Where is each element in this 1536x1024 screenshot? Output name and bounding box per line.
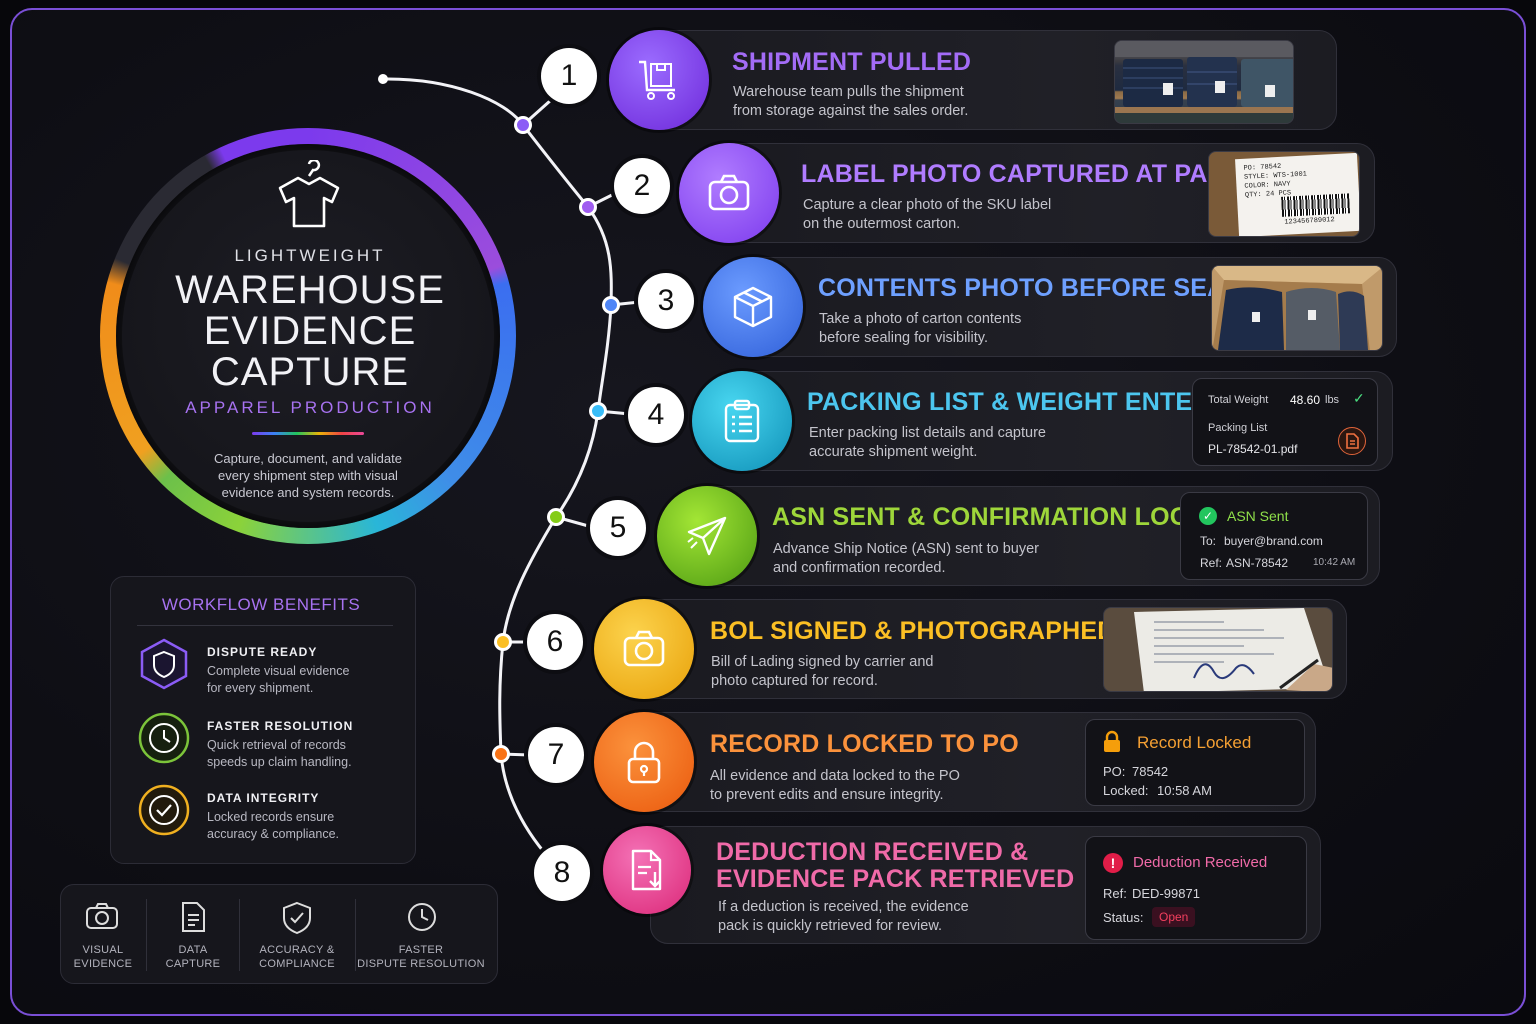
step-title: SHIPMENT PULLED (732, 48, 972, 76)
asn-status-panel: ✓ ASN Sent To: buyer@brand.com Ref: ASN-… (1180, 492, 1368, 580)
checkmark-icon: ✓ (1353, 390, 1365, 406)
paper-plane-icon (687, 516, 727, 556)
camera-icon (86, 903, 118, 929)
weight-value: 48.60 (1290, 393, 1321, 407)
benefit-text: Locked records ensure accuracy & complia… (207, 810, 340, 841)
deduction-status: Deduction Received (1133, 854, 1268, 871)
hero-description: Capture, document, and validate every sh… (214, 451, 402, 500)
record-status: Record Locked (1137, 733, 1252, 752)
shield-check-icon (283, 901, 311, 935)
timeline-dot (579, 198, 597, 216)
padlock-icon (1104, 730, 1120, 752)
step-title: BOL SIGNED & PHOTOGRAPHED (710, 617, 1116, 645)
step-number: 8 (534, 845, 590, 901)
clock-icon (408, 903, 436, 931)
pdf-file-icon[interactable] (1338, 427, 1366, 455)
step-icon-circle (692, 371, 792, 471)
step-title: PACKING LIST & WEIGHT ENTERED (807, 388, 1246, 416)
hero-subtitle: APPAREL PRODUCTION (185, 398, 435, 417)
record-locked-panel: Record Locked PO: 78542 Locked: 10:58 AM (1085, 719, 1305, 806)
asn-status: ASN Sent (1227, 508, 1289, 524)
benefit-heading: DISPUTE READY (207, 645, 318, 659)
hero-kicker: LIGHTWEIGHT (234, 246, 386, 265)
weight-packing-panel: Total Weight 48.60 lbs ✓ Packing List PL… (1192, 378, 1378, 466)
camera-icon (708, 174, 750, 211)
workflow-benefits-panel: WORKFLOW BENEFITS DISPUTE READY Complete… (110, 576, 416, 864)
step-icon-circle (603, 826, 691, 914)
benefit-text: Complete visual evidence for every shipm… (207, 664, 350, 695)
document-download-icon (631, 849, 662, 891)
step-number: 4 (628, 387, 684, 443)
t-shirt-hanger-icon (278, 160, 340, 228)
bol-signed-photo (1103, 607, 1333, 692)
shield-icon (140, 638, 188, 690)
timeline-dot (514, 116, 532, 134)
box-icon (733, 286, 773, 328)
timeline-dot (494, 633, 512, 651)
feature-accuracy-compliance: ACCURACY &COMPLIANCE (240, 885, 354, 985)
step-number: 7 (528, 727, 584, 783)
benefit-heading: DATA INTEGRITY (207, 791, 320, 805)
hero-title: WAREHOUSE EVIDENCE CAPTURE (175, 268, 445, 394)
timeline-dot (547, 508, 565, 526)
step-number: 1 (541, 48, 597, 104)
step-icon-circle (594, 599, 694, 699)
step-title: CONTENTS PHOTO BEFORE SEAL (818, 274, 1241, 302)
step-description: If a deduction is received, the evidence… (718, 899, 969, 934)
step-number: 3 (638, 273, 694, 329)
cart-boxes-icon (639, 60, 675, 100)
alert-icon: ! (1103, 853, 1123, 873)
step-icon-circle (609, 30, 709, 130)
rainbow-divider (252, 432, 364, 435)
step-icon-circle (679, 143, 779, 243)
step-number: 6 (527, 614, 583, 670)
step-title: DEDUCTION RECEIVED &EVIDENCE PACK RETRIE… (716, 838, 1075, 893)
step-number: 5 (590, 500, 646, 556)
carton-contents-photo (1211, 265, 1383, 351)
step-icon-circle (657, 486, 757, 586)
timeline-dot (602, 296, 620, 314)
benefit-text: Quick retrieval of records speeds up cla… (207, 738, 352, 769)
packing-list-file[interactable]: PL-78542-01.pdf (1208, 442, 1298, 456)
hero-circle (122, 150, 494, 522)
document-icon (182, 902, 205, 932)
benefits-title: WORKFLOW BENEFITS (161, 595, 361, 614)
check-circle-icon (138, 784, 190, 836)
deduction-panel: ! Deduction Received Ref: DED-99871 Stat… (1085, 836, 1307, 940)
padlock-icon (627, 741, 661, 784)
benefit-heading: FASTER RESOLUTION (207, 719, 354, 733)
clock-icon (138, 712, 190, 764)
check-circle-icon: ✓ (1199, 507, 1217, 525)
step-number: 2 (614, 158, 670, 214)
barcode (1281, 193, 1351, 217)
timeline-dot (589, 402, 607, 420)
clipboard-list-icon (724, 399, 760, 443)
timeline-dot (492, 745, 510, 763)
shirts-stack-photo (1114, 40, 1294, 124)
camera-icon (623, 630, 665, 667)
status-badge: Open (1152, 907, 1196, 927)
step-icon-circle (703, 257, 803, 357)
step-title: RECORD LOCKED TO PO (710, 730, 1019, 758)
step-icon-circle (594, 712, 694, 812)
step-title: LABEL PHOTO CAPTURED AT PACK (801, 160, 1245, 188)
step-title: ASN SENT & CONFIRMATION LOGGED (772, 503, 1245, 531)
